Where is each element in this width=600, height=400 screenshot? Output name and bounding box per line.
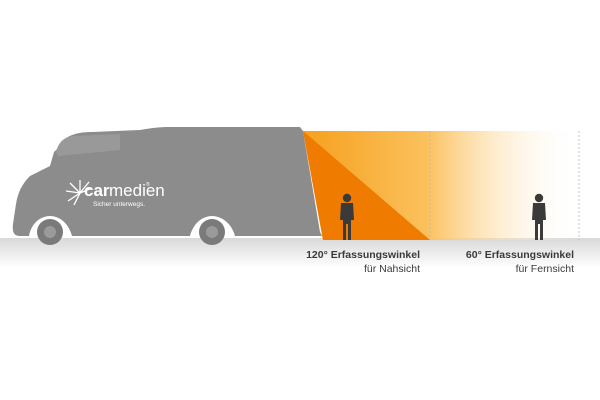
logo-trademark: ® <box>146 181 150 188</box>
near-view-subtitle: für Nahsicht <box>363 263 420 275</box>
person-far-icon <box>532 193 546 240</box>
logo-tagline: Sicher unterwegs. <box>93 201 145 208</box>
rear-wheel-hub <box>206 226 218 238</box>
far-view-title: 60° Erfassungswinkel <box>465 249 574 261</box>
ground-shadow <box>0 238 600 268</box>
logo-prefix: car <box>84 181 110 200</box>
carmedien-logo: car medien ® Sicher unterwegs. <box>65 180 165 208</box>
person-near-icon <box>340 193 354 240</box>
sunburst-icon <box>65 180 93 206</box>
logo-suffix: medien <box>109 181 165 200</box>
far-view-caption: 60° Erfassungswinkel für Fernsicht <box>466 248 574 276</box>
front-wheel-hub <box>44 226 56 238</box>
motorhome-alcove <box>56 134 120 156</box>
motorhome-body <box>12 127 322 236</box>
near-coverage-wedge <box>303 131 430 240</box>
motorhome-silhouette <box>12 127 322 245</box>
far-view-subtitle: für Fernsicht <box>515 263 574 275</box>
near-view-caption: 120° Erfassungswinkel für Nahsicht <box>306 248 420 276</box>
near-view-title: 120° Erfassungswinkel <box>306 249 420 261</box>
